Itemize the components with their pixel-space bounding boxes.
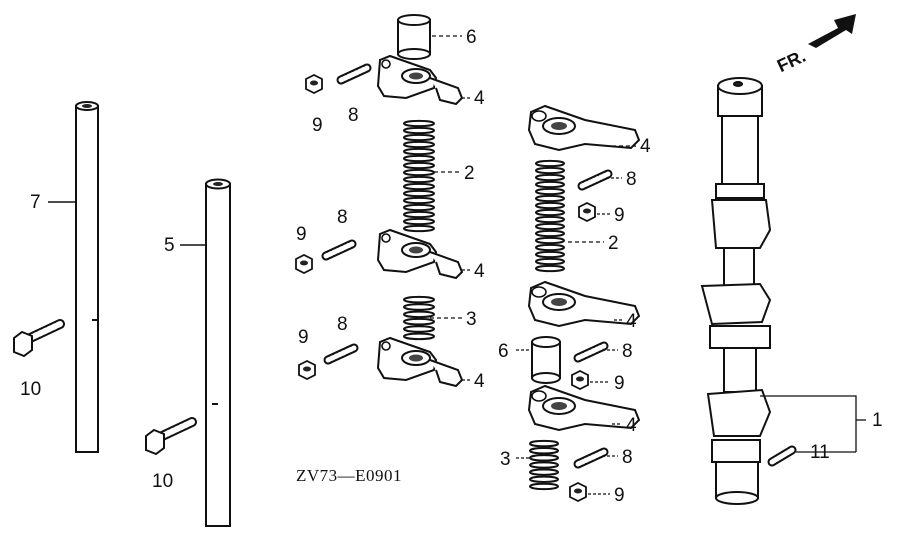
collar-6-right	[531, 336, 561, 384]
spring-3-left	[403, 295, 435, 341]
callout-10b: 10	[152, 471, 174, 492]
callout-4f: 4	[626, 415, 637, 436]
spring-2-right	[535, 159, 565, 273]
callout-8d: 8	[626, 169, 637, 190]
callout-11: 11	[810, 442, 830, 463]
adjusting-screw-8f	[578, 452, 604, 464]
front-direction-arrow	[808, 14, 856, 48]
collar-6-top	[397, 14, 431, 60]
leader-1	[760, 395, 857, 452]
dowel-pin-11	[767, 445, 797, 467]
adjusting-screw-8d	[582, 174, 608, 186]
spring-2-left	[403, 119, 435, 233]
callout-4c: 4	[474, 371, 485, 392]
rocker-arm-4d	[528, 105, 640, 151]
rocker-arm-4e	[528, 281, 640, 327]
camshaft-1	[700, 77, 772, 505]
callout-4b: 4	[474, 261, 485, 282]
lock-nut-9d	[578, 202, 596, 222]
callout-9c: 9	[298, 327, 309, 348]
bolt-10-left	[13, 319, 65, 358]
callout-6b: 6	[498, 341, 509, 362]
callout-9e: 9	[614, 373, 625, 394]
callout-9f: 9	[614, 485, 625, 506]
callout-9a: 9	[312, 115, 323, 136]
adjusting-screw-8e	[578, 346, 604, 358]
adjusting-screw-8b	[326, 244, 352, 256]
lock-nut-9b	[295, 254, 313, 274]
bolt-10-right	[145, 417, 197, 456]
callout-8f: 8	[622, 447, 633, 468]
callout-5: 5	[164, 235, 175, 256]
callout-3b: 3	[500, 449, 511, 470]
lock-nut-9c	[298, 360, 316, 380]
callout-6a: 6	[466, 27, 477, 48]
callout-1: 1	[872, 410, 883, 431]
callout-4d: 4	[640, 136, 651, 157]
callout-2b: 2	[608, 233, 619, 254]
callout-8a: 8	[348, 105, 359, 126]
spring-3-right	[529, 439, 559, 491]
callout-3a: 3	[466, 309, 477, 330]
callout-9b: 9	[296, 224, 307, 245]
rocker-arm-4a	[377, 55, 463, 105]
callout-2a: 2	[464, 163, 475, 184]
callout-8e: 8	[622, 341, 633, 362]
rocker-shaft-5	[205, 178, 231, 527]
callout-9d: 9	[614, 205, 625, 226]
callout-8c: 8	[337, 314, 348, 335]
callout-4e: 4	[626, 311, 637, 332]
adjusting-screw-8a	[341, 68, 367, 80]
rocker-arm-4b	[377, 229, 463, 279]
callout-8b: 8	[337, 207, 348, 228]
adjusting-screw-8c	[328, 348, 354, 360]
rocker-shaft-7	[75, 101, 99, 453]
rocker-arm-4c	[377, 337, 463, 387]
lock-nut-9a	[305, 74, 323, 94]
diagram-code: ZV73—E0901	[296, 466, 403, 485]
lock-nut-9e	[571, 370, 589, 390]
callout-10a: 10	[20, 379, 42, 400]
callout-7: 7	[30, 192, 41, 213]
lock-nut-9f	[569, 482, 587, 502]
callout-4a: 4	[474, 88, 485, 109]
